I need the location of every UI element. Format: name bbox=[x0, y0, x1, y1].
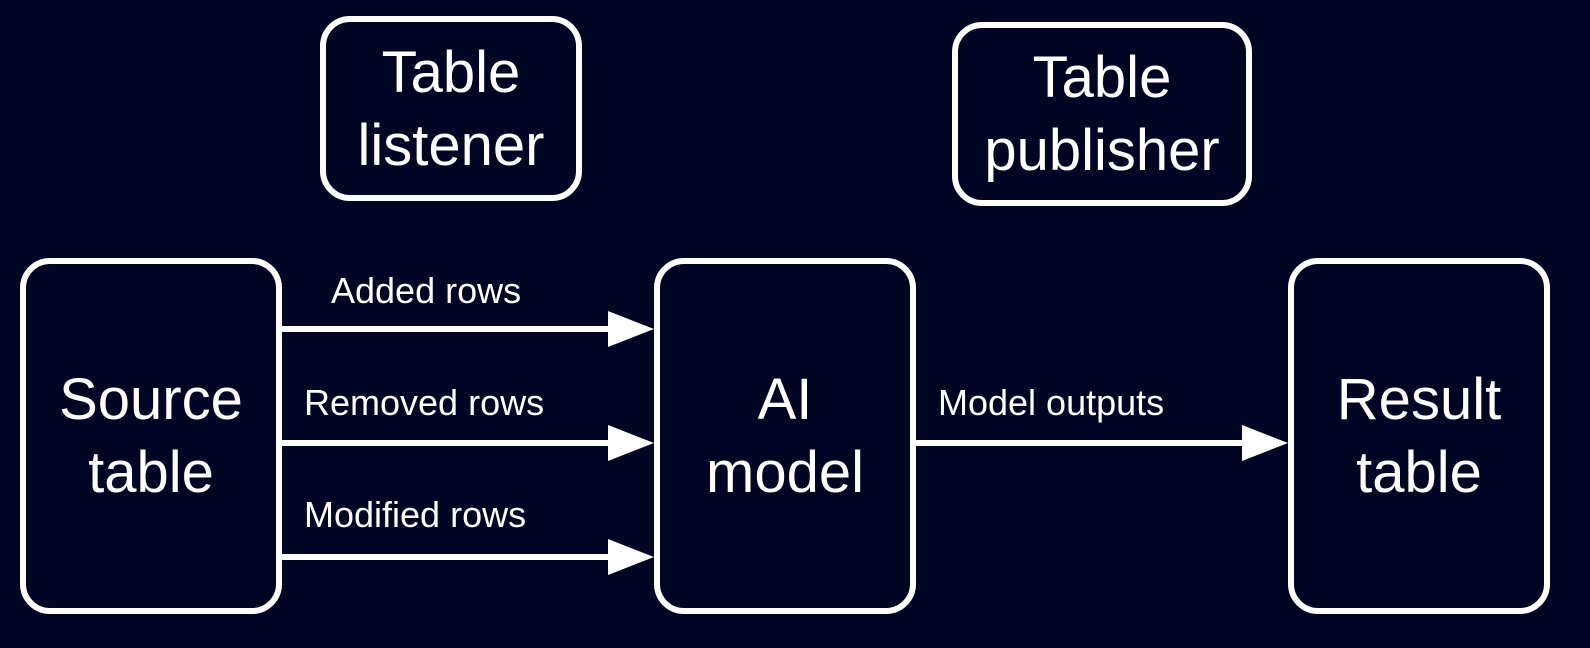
arrow-removed-rows bbox=[282, 425, 654, 461]
table-publisher-node: Table publisher bbox=[952, 22, 1252, 206]
table-publisher-line-1: Table bbox=[1032, 45, 1172, 110]
source-table-line-2: table bbox=[88, 440, 214, 505]
table-publisher-line-2: publisher bbox=[984, 118, 1220, 183]
table-publisher-label: Table publisher bbox=[984, 41, 1219, 187]
table-listener-label: Table listener bbox=[358, 36, 545, 182]
ai-model-line-1: AI bbox=[757, 367, 813, 432]
added-rows-label: Added rows bbox=[331, 270, 522, 311]
table-listener-line-1: Table bbox=[381, 39, 521, 105]
modified-rows-label: Modified rows bbox=[304, 494, 527, 535]
ai-model-node: AI model bbox=[654, 258, 916, 614]
source-table-node: Source table bbox=[20, 258, 282, 614]
source-table-label: Source table bbox=[59, 363, 243, 509]
arrow-added-rows bbox=[282, 311, 654, 347]
removed-rows-label: Removed rows bbox=[304, 382, 545, 423]
table-listener-line-2: listener bbox=[357, 112, 545, 178]
result-table-line-1: Result bbox=[1336, 367, 1502, 432]
source-table-line-1: Source bbox=[59, 367, 243, 432]
arrow-model-outputs bbox=[916, 425, 1288, 461]
table-listener-node: Table listener bbox=[320, 16, 582, 201]
ai-model-line-2: model bbox=[706, 440, 864, 505]
result-table-line-2: table bbox=[1356, 440, 1482, 505]
arrow-modified-rows bbox=[282, 539, 654, 575]
model-outputs-label: Model outputs bbox=[938, 382, 1165, 423]
result-table-label: Result table bbox=[1337, 363, 1501, 509]
ai-model-label: AI model bbox=[706, 363, 864, 509]
result-table-node: Result table bbox=[1288, 258, 1550, 614]
